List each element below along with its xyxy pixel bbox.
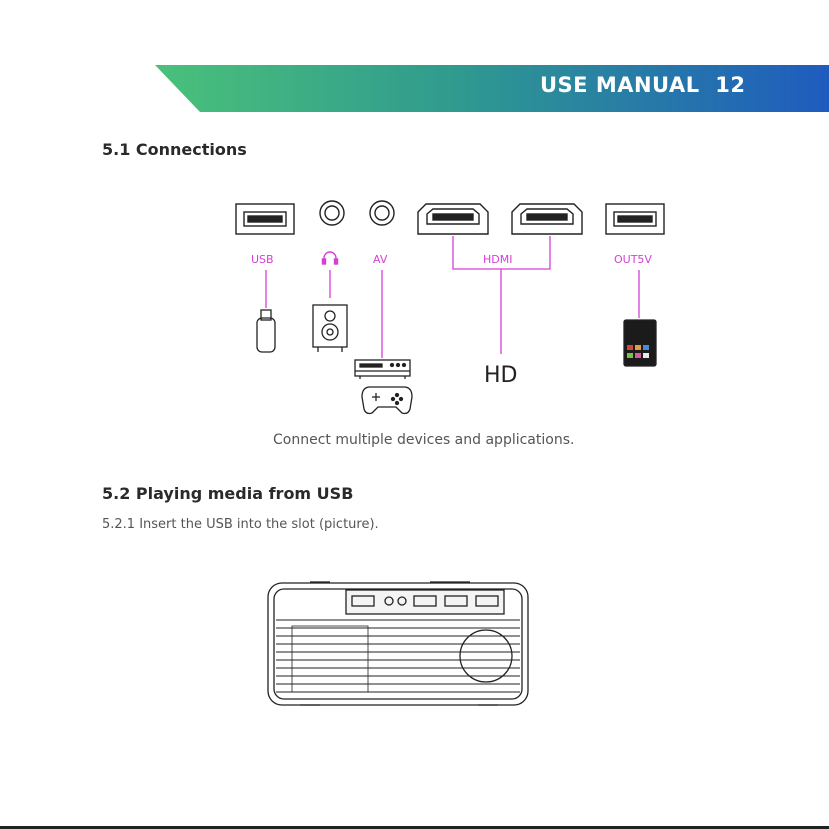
projector-icon xyxy=(268,582,528,705)
